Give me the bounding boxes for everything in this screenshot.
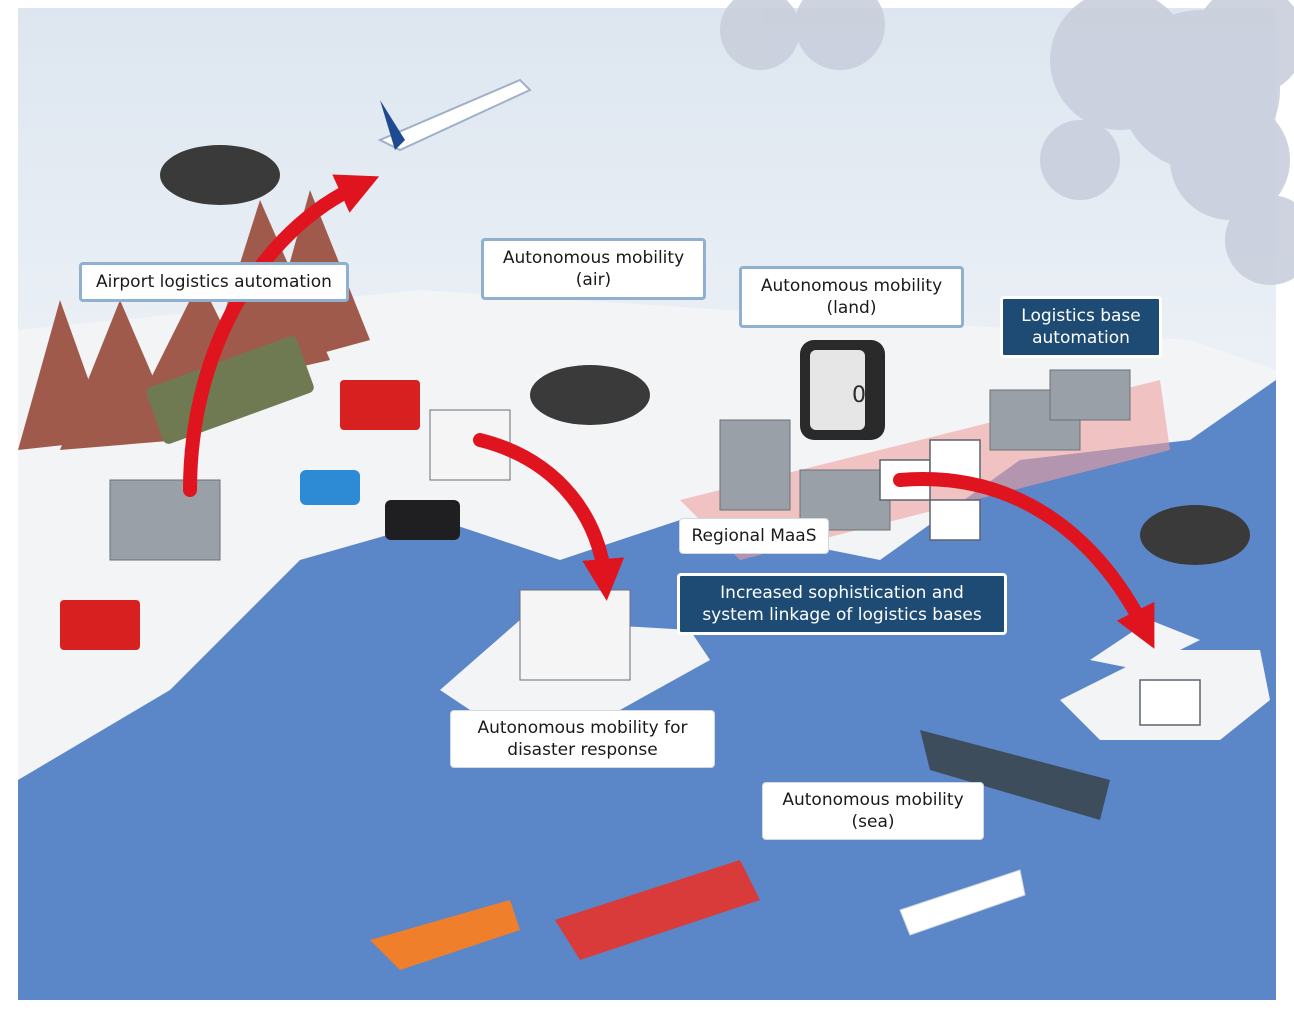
label-disaster-line1: Autonomous mobility for xyxy=(477,718,688,738)
label-sea-line2: (sea) xyxy=(851,812,895,832)
label-airport-logistics-automation: Airport logistics automation xyxy=(79,262,349,302)
airplane xyxy=(377,78,532,152)
label-air-line1: Autonomous mobility xyxy=(502,248,685,268)
label-autonomous-mobility-air: Autonomous mobility (air) xyxy=(481,238,706,300)
label-logistics-base-automation: Logistics base automation xyxy=(1000,296,1162,358)
label-air-line2: (air) xyxy=(575,270,612,290)
helicopters xyxy=(160,145,1250,565)
svg-text:01: 01 xyxy=(852,383,880,408)
clouds xyxy=(720,0,1294,285)
autonomous-robot: 01 xyxy=(800,340,885,440)
label-autonomous-mobility-sea: Autonomous mobility (sea) xyxy=(762,782,984,840)
label-land-line1: Autonomous mobility xyxy=(760,276,943,296)
label-disaster-response: Autonomous mobility for disaster respons… xyxy=(450,710,715,768)
train xyxy=(146,336,314,444)
label-land-line2: (land) xyxy=(826,298,877,318)
label-logistics-line2: automation xyxy=(1032,328,1130,348)
label-regional-maas: Regional MaaS xyxy=(679,518,829,554)
label-disaster-line2: disaster response xyxy=(507,740,658,760)
label-logistics-line1: Logistics base xyxy=(1021,306,1141,326)
ships xyxy=(370,730,1110,970)
buildings xyxy=(109,369,1131,681)
label-sophistication-line1: Increased sophistication and xyxy=(720,583,964,603)
label-autonomous-mobility-land: Autonomous mobility (land) xyxy=(739,266,964,328)
label-increased-sophistication: Increased sophistication and system link… xyxy=(677,573,1007,635)
label-sea-line1: Autonomous mobility xyxy=(782,790,964,810)
label-sophistication-line2: system linkage of logistics bases xyxy=(702,605,982,625)
vehicles xyxy=(60,380,460,650)
